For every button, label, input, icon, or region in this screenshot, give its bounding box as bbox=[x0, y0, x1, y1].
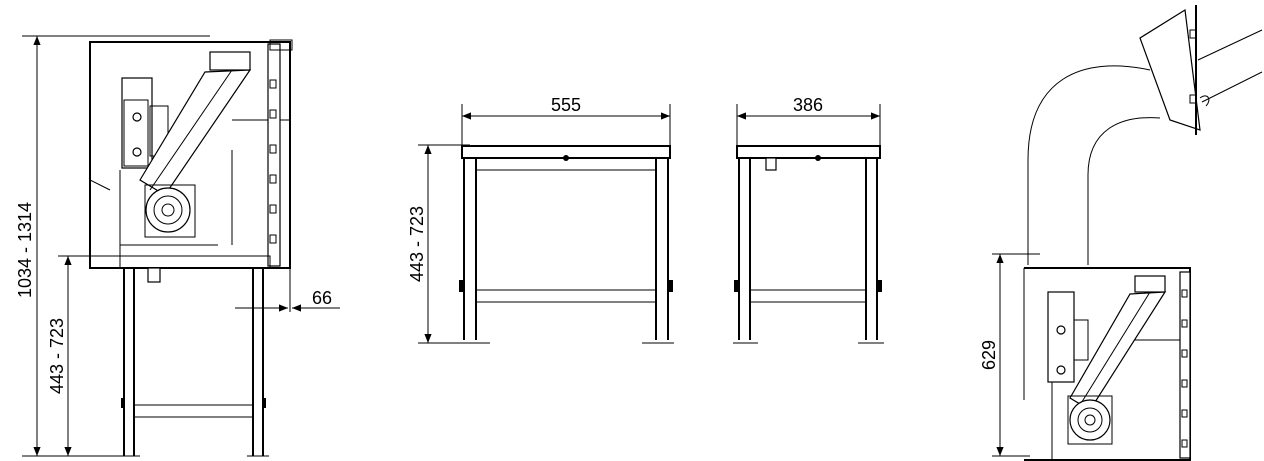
dimension-total-height: 1034 - 1314 bbox=[15, 35, 210, 457]
stand-front-frame bbox=[458, 145, 674, 344]
view-side-left: 1034 - 1314 443 - 723 66 bbox=[15, 35, 340, 457]
dimension-front-width: 555 bbox=[461, 95, 671, 148]
duct-pipe bbox=[1027, 5, 1263, 265]
view-side-stand: 386 bbox=[733, 95, 884, 344]
dim-label-offset: 66 bbox=[312, 288, 332, 308]
dim-label-stand-height: 443 - 723 bbox=[47, 318, 67, 394]
dim-label-total-height: 1034 - 1314 bbox=[15, 202, 35, 298]
dim-label-side-width: 386 bbox=[793, 95, 823, 115]
dimension-side-width: 386 bbox=[736, 95, 881, 148]
dimension-right-height: 629 bbox=[979, 253, 1040, 457]
machine-cabinet-right bbox=[1023, 267, 1191, 461]
stand-side-frame bbox=[733, 145, 884, 344]
view-front-stand: 555 443 - 723 bbox=[407, 95, 674, 344]
dim-label-front-width: 555 bbox=[551, 95, 581, 115]
machine-cabinet bbox=[89, 39, 293, 269]
dimension-offset: 66 bbox=[235, 240, 340, 312]
view-side-right: 629 bbox=[979, 5, 1263, 461]
dimension-front-height: 443 - 723 bbox=[407, 144, 470, 344]
dimension-stand-height: 443 - 723 bbox=[47, 255, 122, 456]
dim-label-front-height: 443 - 723 bbox=[407, 206, 427, 282]
stand-side-left bbox=[118, 255, 271, 457]
dim-label-right-height: 629 bbox=[979, 340, 999, 370]
